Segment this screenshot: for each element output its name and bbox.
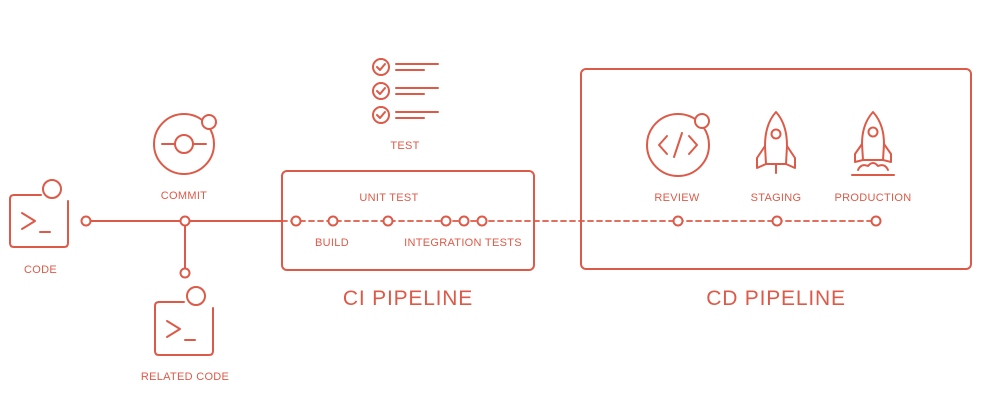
commit-label: COMMIT — [160, 190, 208, 202]
staging-node — [771, 215, 783, 227]
related-code-label: RELATED CODE — [140, 371, 230, 383]
ci-stage-label-build: BUILD — [315, 237, 349, 249]
commit-icon — [153, 113, 217, 175]
ci-stage-label-integration-tests: INTEGRATION TESTS — [404, 237, 522, 249]
test-label: TEST — [390, 140, 420, 152]
ci-pipeline-box — [281, 170, 535, 271]
unit-test-node — [382, 215, 394, 227]
ci-entry-node — [290, 215, 302, 227]
terminal-icon — [154, 286, 214, 356]
cd-stage-label-staging: STAGING — [750, 192, 802, 204]
cd-stage-label-production: PRODUCTION — [834, 192, 912, 204]
code-node — [80, 215, 92, 227]
cd-pipeline-box — [580, 68, 972, 270]
review-node — [672, 215, 684, 227]
commit-node — [179, 215, 191, 227]
integration-test-node-1 — [440, 215, 452, 227]
rocket-launch-icon — [851, 111, 895, 176]
rocket-icon — [756, 111, 796, 174]
production-node — [870, 215, 882, 227]
code-label: CODE — [24, 264, 57, 276]
related-code-node — [179, 267, 191, 279]
build-node — [327, 215, 339, 227]
checklist-icon — [372, 58, 439, 124]
ci-stage-label-unit-test: UNIT TEST — [359, 192, 419, 204]
cd-stage-label-review: REVIEW — [654, 192, 700, 204]
terminal-icon — [9, 179, 69, 248]
code-review-icon — [646, 113, 710, 177]
integration-test-node-2 — [458, 215, 470, 227]
integration-test-node-3 — [476, 215, 488, 227]
ci-pipeline-title: CI PIPELINE — [342, 287, 474, 310]
cd-pipeline-title: CD PIPELINE — [706, 287, 846, 310]
